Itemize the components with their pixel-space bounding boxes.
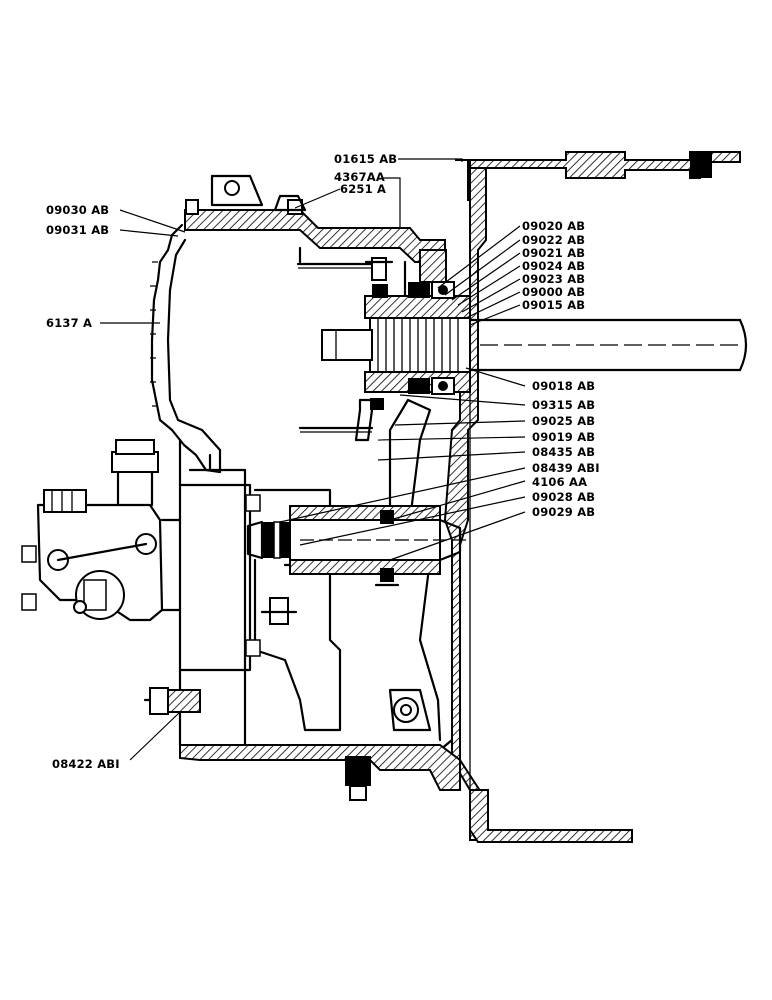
label-09025-ab: 09025 AB xyxy=(532,414,595,428)
label-09023-ab: 09023 AB xyxy=(522,272,585,286)
leader-lines xyxy=(100,158,526,761)
label-09022-ab: 09022 AB xyxy=(522,233,585,247)
input-shaft-assembly xyxy=(296,249,748,442)
label-08439-abi: 08439 ABI xyxy=(532,461,600,475)
label-6137a: 6137 A xyxy=(46,316,92,330)
label-09031-ab: 09031 AB xyxy=(46,223,109,237)
label-08422-abi: 08422 ABI xyxy=(52,757,120,771)
label-09021-ab: 09021 AB xyxy=(522,246,585,260)
cross-shaft xyxy=(246,505,470,587)
label-01615-ab: 01615 AB xyxy=(334,152,397,166)
label-09024-ab: 09024 AB xyxy=(522,259,585,273)
actuator-assembly xyxy=(21,439,261,672)
upper-cover xyxy=(184,174,446,263)
label-4367aa: 4367AA xyxy=(334,170,385,184)
label-6251a: 6251 A xyxy=(340,182,386,196)
label-09029-ab: 09029 AB xyxy=(532,505,595,519)
part-labels: 01615 AB 4367AA 6251 A 09030 AB 09031 AB… xyxy=(46,152,600,771)
label-09015-ab: 09015 AB xyxy=(522,298,585,312)
label-09315-ab: 09315 AB xyxy=(532,398,595,412)
lower-case xyxy=(143,398,461,801)
label-09028-ab: 09028 AB xyxy=(532,490,595,504)
label-09020-ab: 09020 AB xyxy=(522,219,585,233)
housing-stud xyxy=(690,152,712,178)
label-09030-ab: 09030 AB xyxy=(46,203,109,217)
label-09000-ab: 09000 AB xyxy=(522,285,585,299)
label-08435-ab: 08435 AB xyxy=(532,445,595,459)
label-09019-ab: 09019 AB xyxy=(532,430,595,444)
clutch-case-outline xyxy=(150,223,302,474)
label-09018-ab: 09018 AB xyxy=(532,379,595,393)
label-4106-aa: 4106 AA xyxy=(532,475,587,489)
flywheel-housing xyxy=(443,151,741,843)
